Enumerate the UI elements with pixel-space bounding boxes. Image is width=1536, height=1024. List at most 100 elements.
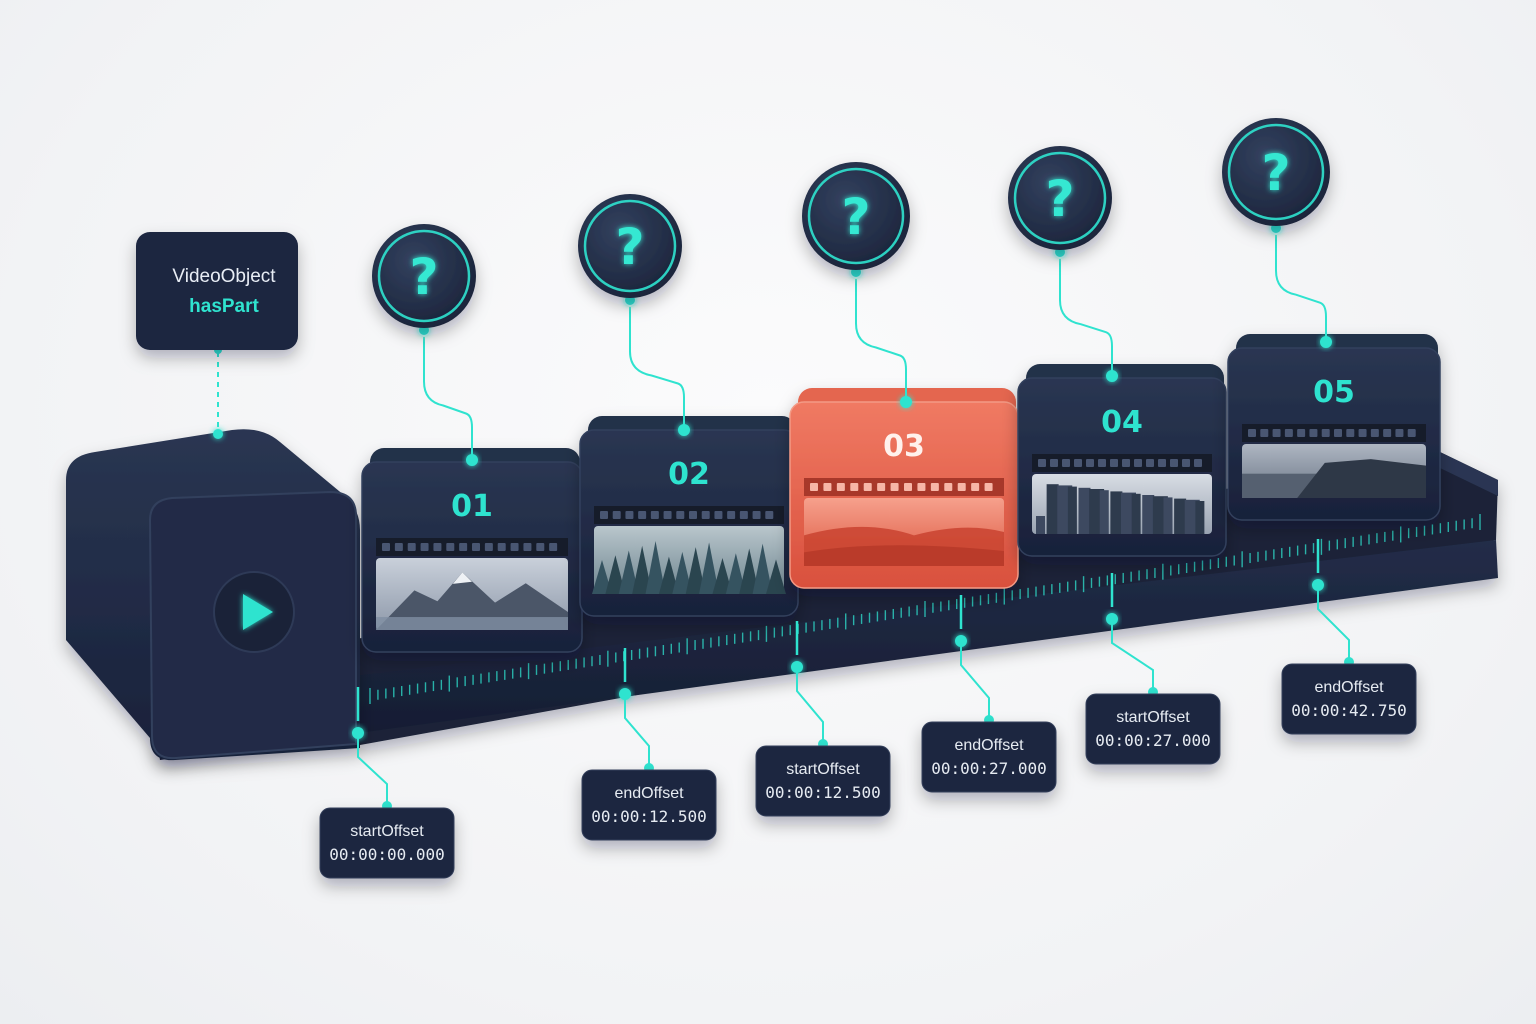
- offset-connector: [1317, 585, 1350, 664]
- question-mark-icon: ?: [841, 188, 870, 246]
- film-hole: [1334, 429, 1342, 437]
- connector-clip-02: [629, 300, 685, 430]
- bubble-body: [578, 194, 682, 298]
- offset-key: startOffset: [1116, 709, 1190, 726]
- film-hole: [1407, 429, 1416, 437]
- clip-number: 02: [668, 457, 710, 492]
- offset-tag-body: [581, 769, 717, 841]
- film-hole: [836, 483, 845, 491]
- film-hole: [917, 483, 926, 491]
- offset-tag-body: [755, 745, 891, 817]
- clip-card-02[interactable]: 02: [579, 416, 799, 617]
- film-hole: [1170, 459, 1178, 467]
- bubble-ring: [807, 167, 905, 265]
- connector-dot: [678, 424, 690, 436]
- offset-value: 00:00:12.500: [765, 783, 881, 802]
- film-hole: [1370, 429, 1379, 437]
- offset-value: 00:00:27.000: [931, 759, 1047, 778]
- clip-card-03[interactable]: 03: [789, 388, 1019, 589]
- film-hole: [472, 543, 480, 551]
- offset-tag-endOffset: endOffset 00:00:12.500: [581, 769, 717, 841]
- connector-dot: [466, 454, 478, 466]
- film-hole: [714, 511, 723, 519]
- video-object-label: VideoObject hasPart: [136, 232, 298, 439]
- clip-number: 03: [883, 429, 925, 464]
- question-mark-icon: ?: [615, 218, 644, 276]
- video-object-type: VideoObject: [172, 266, 276, 287]
- offset-connector: [357, 733, 388, 808]
- clip-list: 01 02 03 04 05: [361, 334, 1441, 653]
- offset-tag-body: [319, 807, 455, 879]
- clip-card-04[interactable]: 04: [1017, 364, 1227, 557]
- offset-key: endOffset: [614, 785, 684, 802]
- film-hole: [650, 511, 659, 519]
- film-hole: [1062, 459, 1070, 467]
- offset-value: 00:00:00.000: [329, 845, 445, 864]
- connector-dot: [1320, 336, 1332, 348]
- film-hole: [823, 483, 832, 491]
- film-hole: [433, 543, 442, 551]
- question-bubble-05[interactable]: ?: [1222, 118, 1330, 226]
- offset-anchor-dot: [1106, 613, 1118, 625]
- offset-value: 00:00:12.500: [591, 807, 707, 826]
- film-hole: [497, 543, 506, 551]
- question-bubble-02[interactable]: ?: [578, 194, 682, 298]
- film-hole: [420, 543, 429, 551]
- offset-anchor-dot: [619, 688, 631, 700]
- offset-anchor-dot: [791, 661, 803, 673]
- film-hole: [727, 511, 736, 519]
- bubble-body: [372, 224, 476, 328]
- film-hole: [739, 511, 748, 519]
- clip-thumbnail-coast: [1242, 444, 1426, 498]
- offset-tag-body: [1085, 693, 1221, 765]
- film-hole: [752, 511, 761, 519]
- film-hole: [944, 483, 953, 491]
- offset-tag-endOffset: endOffset 00:00:42.750: [1281, 663, 1417, 735]
- question-mark-icon: ?: [409, 248, 438, 306]
- play-icon: [243, 594, 273, 630]
- film-hole: [523, 543, 532, 551]
- connector-clip-04: [1059, 252, 1113, 376]
- connector-clip-03: [855, 272, 907, 402]
- clip-thumbnail-forest: [592, 526, 786, 594]
- film-hole: [1248, 429, 1256, 437]
- question-bubble-01[interactable]: ?: [372, 224, 476, 328]
- connector-dot: [1106, 370, 1118, 382]
- clip-card-01[interactable]: 01: [361, 448, 583, 653]
- film-hole: [1346, 429, 1355, 437]
- video-player-block: [66, 429, 360, 761]
- film-hole: [904, 483, 912, 491]
- clip-card-05[interactable]: 05: [1227, 334, 1441, 521]
- offset-connector: [960, 641, 990, 722]
- film-hole: [850, 483, 859, 491]
- film-hole: [484, 543, 493, 551]
- offset-connector: [1111, 619, 1154, 694]
- bubble-ring: [377, 229, 471, 323]
- film-hole: [1383, 429, 1392, 437]
- bubble-ring: [1227, 123, 1325, 221]
- question-bubble-03[interactable]: ?: [802, 162, 910, 270]
- clip-thumbnail-mountains: [376, 558, 568, 630]
- film-hole: [765, 511, 774, 519]
- clip-number: 05: [1313, 375, 1355, 410]
- question-bubble-04[interactable]: ?: [1008, 146, 1112, 250]
- film-hole: [1260, 429, 1269, 437]
- film-hole: [1122, 459, 1130, 467]
- play-button[interactable]: [213, 571, 295, 653]
- film-hole: [1321, 429, 1330, 437]
- film-hole: [984, 483, 993, 491]
- offset-tag-body: [921, 721, 1057, 793]
- film-hole: [536, 543, 545, 551]
- film-hole: [1272, 429, 1281, 437]
- bubble-body: [1222, 118, 1330, 226]
- bubble-ring: [1013, 151, 1107, 245]
- offset-key: endOffset: [1314, 679, 1384, 696]
- film-hole: [1158, 459, 1166, 467]
- film-hole: [1038, 459, 1046, 467]
- film-hole: [625, 511, 634, 519]
- offset-value: 00:00:42.750: [1291, 701, 1407, 720]
- film-hole: [612, 511, 621, 519]
- film-hole: [1050, 459, 1058, 467]
